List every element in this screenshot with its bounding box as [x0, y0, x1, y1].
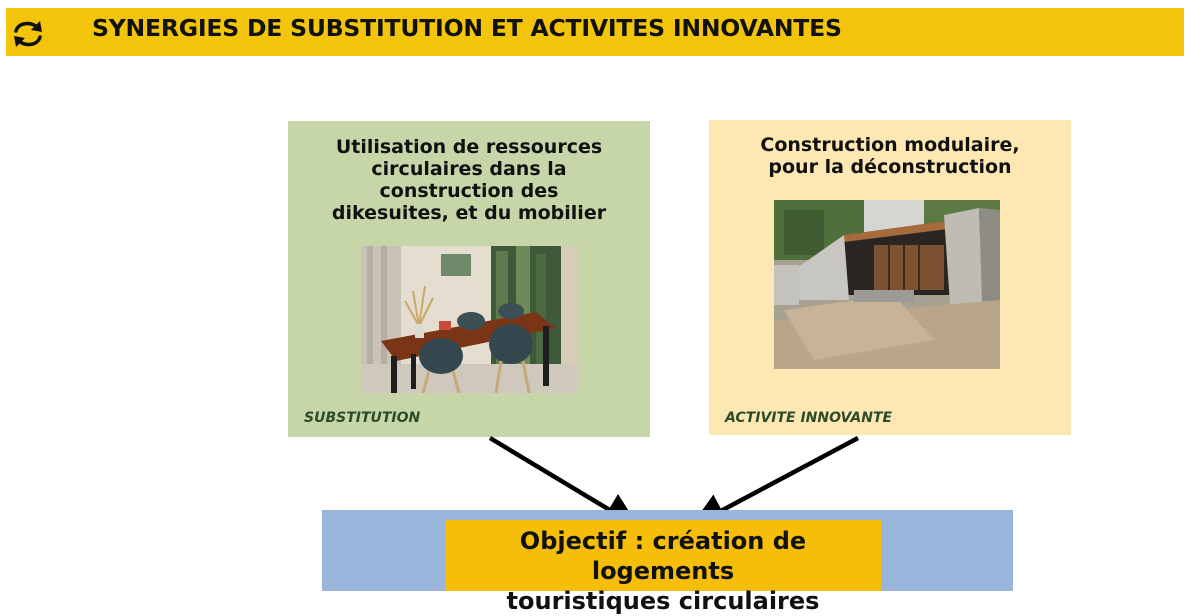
innovation-heading: Construction modulaire, pour la déconstr… [709, 134, 1071, 178]
heading-line: dikesuites, et du mobilier [331, 202, 607, 224]
heading-line: Construction modulaire, [760, 134, 1020, 156]
cycle-arrows-icon [14, 21, 42, 47]
dining-room-photo [361, 246, 577, 393]
modular-building-photo [774, 200, 1000, 369]
innovation-card: Construction modulaire, pour la déconstr… [709, 120, 1071, 435]
title-banner [6, 8, 1184, 56]
innovation-tag: ACTIVITE INNOVANTE [725, 410, 893, 426]
substitution-card: Utilisation de ressources circulaires da… [288, 121, 650, 437]
heading-line: construction des [379, 180, 559, 202]
goal-line: Objectif : création de logements [519, 527, 807, 585]
substitution-tag: SUBSTITUTION [304, 410, 421, 426]
goal-text: Objectif : création de logements tourist… [445, 526, 881, 616]
page-title: SYNERGIES DE SUBSTITUTION ET ACTIVITES I… [92, 14, 842, 42]
substitution-heading: Utilisation de ressources circulaires da… [288, 136, 650, 224]
heading-line: Utilisation de ressources [335, 136, 603, 158]
heading-line: pour la déconstruction [768, 156, 1012, 178]
arrow-from-innovation [690, 436, 860, 528]
flow-arrows [488, 436, 860, 528]
arrow-from-substitution [488, 436, 640, 528]
heading-line: circulaires dans la [371, 158, 567, 180]
goal-highlight [445, 520, 881, 591]
